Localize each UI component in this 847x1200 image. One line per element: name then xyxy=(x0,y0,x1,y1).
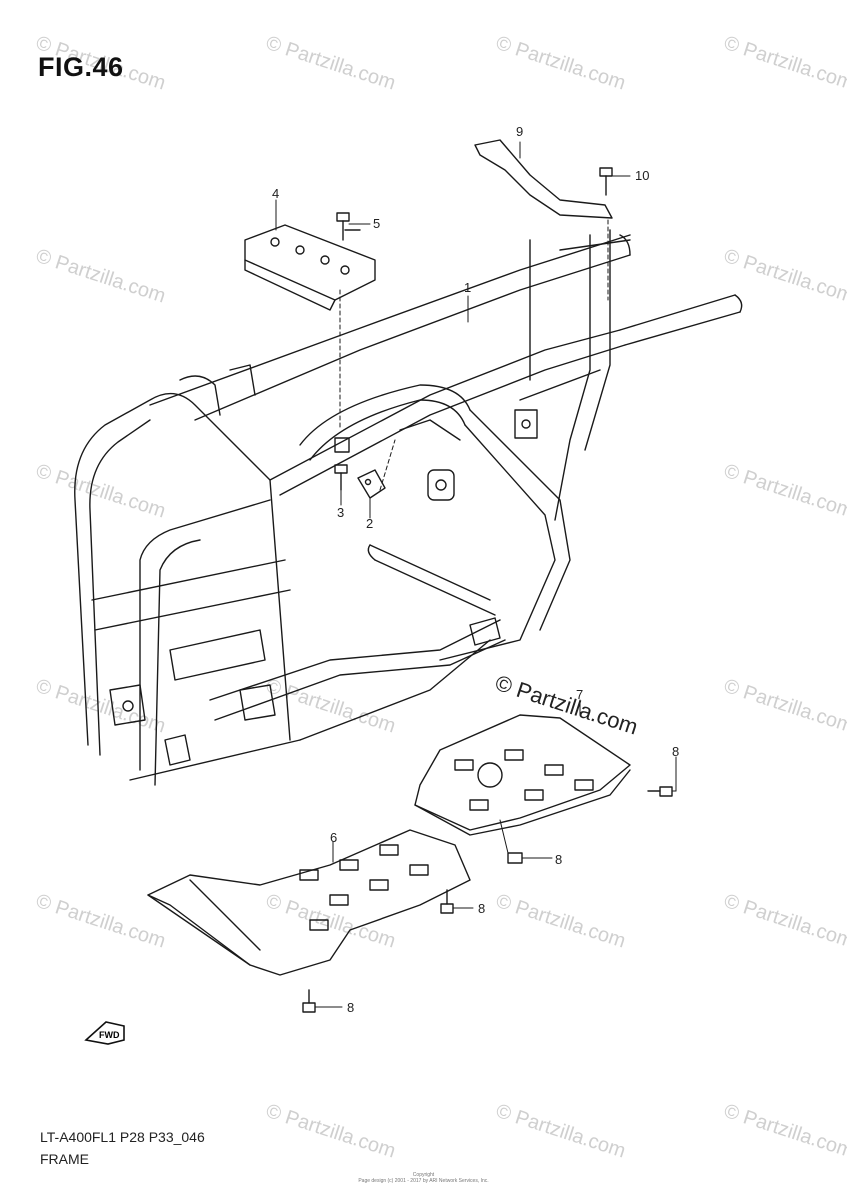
callout-9: 9 xyxy=(516,124,524,139)
bracket-plate-part-4 xyxy=(244,224,376,431)
callout-8: 8 xyxy=(478,901,486,916)
fwd-badge: FWD xyxy=(84,1021,125,1045)
forward-arrow-icon xyxy=(84,1021,125,1045)
bolt-part-8-b xyxy=(499,819,553,864)
callout-8: 8 xyxy=(347,1000,355,1015)
callout-6: 6 xyxy=(330,830,338,845)
callout-4: 4 xyxy=(272,186,280,201)
figure-title: FIG.46 xyxy=(38,52,124,82)
callout-3: 3 xyxy=(337,505,345,520)
callout-8: 8 xyxy=(555,852,563,867)
plate-part-2 xyxy=(357,439,396,519)
main-frame-part-1 xyxy=(74,229,743,786)
bolt-part-8-d xyxy=(302,989,343,1013)
callout-8: 8 xyxy=(672,744,680,759)
callout-1: 1 xyxy=(464,280,472,295)
bolt-part-10 xyxy=(599,167,631,196)
callout-2: 2 xyxy=(366,516,374,531)
copyright-line: Page design (c) 2001 - 2017 by ARI Netwo… xyxy=(358,1178,489,1184)
callout-7: 7 xyxy=(576,687,584,702)
figure-name: FRAME xyxy=(40,1151,89,1167)
bracket-part-9 xyxy=(474,139,613,301)
figure-code: LT-A400FL1 P28 P33_046 xyxy=(40,1129,205,1145)
bolt-part-8-a xyxy=(647,756,677,797)
copyright-line: Copyright xyxy=(412,1172,435,1178)
callout-10: 10 xyxy=(635,168,650,183)
skid-plate-part-6 xyxy=(147,829,471,976)
bolt-part-5 xyxy=(336,212,371,241)
bolt-part-8-c xyxy=(440,889,474,914)
fwd-label: FWD xyxy=(99,1030,120,1040)
skid-plate-part-7 xyxy=(414,699,631,836)
bolt-part-3 xyxy=(334,464,348,506)
callout-5: 5 xyxy=(373,216,381,231)
